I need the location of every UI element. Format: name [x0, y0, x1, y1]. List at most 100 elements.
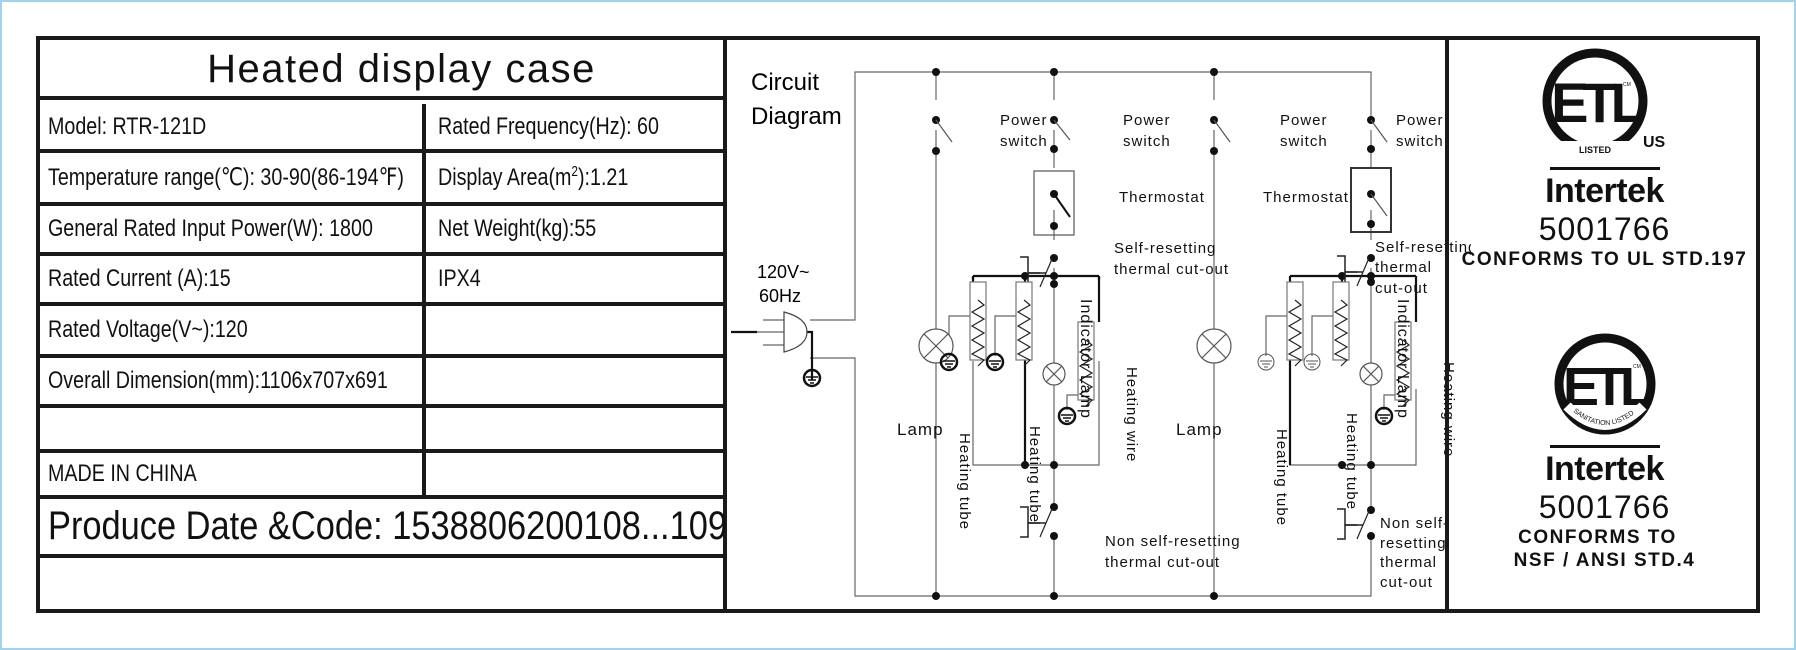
svg-text:thermal: thermal	[1380, 554, 1437, 571]
svg-text:LISTED: LISTED	[1578, 145, 1611, 155]
etl-sanitation-logo-icon: ETL SANITATION LISTED CM	[1554, 333, 1658, 435]
svg-text:thermal cut-out: thermal cut-out	[1114, 261, 1229, 278]
svg-text:cut-out: cut-out	[1380, 574, 1433, 591]
svg-text:Heating tube: Heating tube	[1273, 429, 1290, 526]
svg-text:CM: CM	[1633, 364, 1641, 370]
divider-rule	[1549, 445, 1660, 448]
spec-temperature-range: Temperature range(℃): 30-90(86-194℉)	[40, 153, 426, 202]
svg-text:Thermostat: Thermostat	[1119, 189, 1205, 206]
svg-text:Power: Power	[1123, 112, 1171, 129]
spec-row: Model: RTR-121D Rated Frequency(Hz): 60	[40, 104, 723, 153]
ground-icon	[985, 352, 1005, 372]
spec-net-weight: Net Weight(kg):55	[438, 215, 597, 242]
ground-icon	[1257, 353, 1275, 371]
svg-text:thermal cut-out: thermal cut-out	[1105, 554, 1220, 571]
circuit-diagram-svg: Circuit Diagram 120V~ 60Hz	[731, 68, 1476, 600]
rating-label: Heated display case Model: RTR-121D Rate…	[36, 36, 1760, 613]
spec-overall-dimension: Overall Dimension(mm):1106x707x691	[40, 358, 426, 404]
divider-rule	[1549, 167, 1660, 170]
certifications-panel: ETL LISTED CM US Intertek 5001766 CONFOR…	[1445, 40, 1760, 609]
svg-text:Indicator Lamp: Indicator Lamp	[1077, 299, 1094, 419]
ground-icon	[1057, 406, 1077, 426]
svg-text:US: US	[1643, 134, 1666, 151]
diagram-labels: Power switch Power switch Power switch P…	[897, 112, 1476, 591]
svg-text:switch: switch	[1396, 133, 1444, 150]
svg-text:switch: switch	[1280, 133, 1328, 150]
spec-row: General Rated Input Power(W): 1800 Net W…	[40, 206, 723, 256]
svg-text:Heating tube: Heating tube	[1343, 413, 1360, 510]
svg-text:Lamp: Lamp	[897, 420, 944, 439]
switch-blades	[935, 119, 1388, 143]
produce-date-code: Produce Date &Code: 1538806200108...109	[48, 504, 727, 548]
spec-empty-cell	[430, 453, 723, 495]
svg-text:Self-resetting: Self-resetting	[1114, 240, 1216, 257]
certification-number: 5001766	[1538, 489, 1671, 525]
supply-voltage: 120V~	[757, 262, 810, 282]
spec-table: Heated display case Model: RTR-121D Rate…	[40, 40, 727, 609]
svg-text:ETL: ETL	[1551, 71, 1644, 134]
svg-text:resetting: resetting	[1380, 535, 1447, 552]
non-self-resetting-cutout-right-icon	[1336, 508, 1370, 540]
svg-text:Heating wire: Heating wire	[1123, 367, 1140, 462]
conforms-standard: CONFORMS TO UL STD.197	[1461, 249, 1748, 270]
spec-rated-voltage: Rated Voltage(V~):120	[40, 306, 426, 354]
spec-empty-cell	[40, 408, 426, 449]
svg-text:switch: switch	[1000, 133, 1048, 150]
thermostat-left	[1033, 170, 1075, 236]
spec-input-power: General Rated Input Power(W): 1800	[40, 206, 426, 252]
diagram-title: Circuit Diagram	[751, 69, 842, 130]
spec-frequency: Rated Frequency(Hz): 60	[438, 112, 659, 140]
svg-text:Non self-: Non self-	[1380, 515, 1449, 532]
etl-listed-certification: ETL LISTED CM US Intertek 5001766 CONFOR…	[1449, 46, 1760, 271]
svg-text:Power: Power	[1280, 112, 1328, 129]
ground-icon	[1303, 353, 1321, 371]
thermostat-right	[1350, 167, 1392, 233]
plug-icon	[783, 311, 808, 353]
spec-row	[40, 408, 723, 453]
svg-text:switch: switch	[1123, 133, 1171, 150]
heating-tube-left-1-icon	[969, 281, 987, 367]
etl-us-logo-icon: ETL LISTED CM US	[1542, 48, 1666, 155]
svg-text:Heating tube: Heating tube	[956, 433, 973, 530]
spec-row	[40, 558, 723, 609]
svg-text:Circuit: Circuit	[751, 69, 819, 96]
heating-tube-left-2-icon	[1015, 281, 1033, 367]
svg-text:Thermostat: Thermostat	[1263, 189, 1349, 206]
intertek-wordmark: Intertek	[1545, 450, 1664, 488]
ground-icon	[1374, 406, 1394, 426]
certification-number: 5001766	[1538, 211, 1671, 247]
spec-rated-current: Rated Current (A):15	[40, 256, 426, 302]
svg-text:Diagram: Diagram	[751, 103, 842, 130]
svg-text:Heating tube: Heating tube	[1026, 426, 1043, 523]
product-title: Heated display case	[40, 40, 723, 100]
spec-row: Rated Voltage(V~):120	[40, 306, 723, 358]
svg-text:Power: Power	[1000, 112, 1048, 129]
circuit-diagram: Circuit Diagram 120V~ 60Hz	[727, 40, 1476, 609]
svg-text:thermal: thermal	[1375, 259, 1432, 276]
supply-frequency: 60Hz	[759, 286, 801, 306]
spec-empty-cell	[430, 306, 723, 354]
heater-bus	[731, 274, 1418, 465]
spec-empty-cell	[430, 408, 723, 449]
svg-text:cut-out: cut-out	[1375, 280, 1428, 297]
conforms-standard: CONFORMS TO	[1518, 527, 1677, 548]
svg-text:Self-resetting: Self-resetting	[1375, 239, 1471, 256]
svg-text:Lamp: Lamp	[1176, 420, 1223, 439]
intertek-wordmark: Intertek	[1545, 172, 1664, 210]
spec-row: MADE IN CHINA	[40, 453, 723, 499]
spec-empty-cell	[430, 358, 723, 404]
svg-text:Non self-resetting: Non self-resetting	[1105, 533, 1241, 550]
spec-model: Model: RTR-121D	[40, 104, 426, 149]
spec-row: Overall Dimension(mm):1106x707x691	[40, 358, 723, 408]
circuit-nodes	[932, 68, 1375, 600]
conforms-standard: NSF / ANSI STD.4	[1513, 550, 1696, 571]
indicator-lamp-right-icon	[1359, 362, 1383, 386]
etl-sanitation-certification: ETL SANITATION LISTED CM Intertek 500176…	[1449, 332, 1760, 572]
heating-tube-right-2-icon	[1332, 281, 1350, 367]
svg-text:CM: CM	[1623, 82, 1631, 88]
spec-row: Produce Date &Code: 1538806200108...109	[40, 499, 727, 558]
spec-origin: MADE IN CHINA	[40, 453, 426, 495]
heating-tube-right-1-icon	[1286, 281, 1304, 367]
spec-row: Temperature range(℃): 30-90(86-194℉) Dis…	[40, 153, 723, 206]
